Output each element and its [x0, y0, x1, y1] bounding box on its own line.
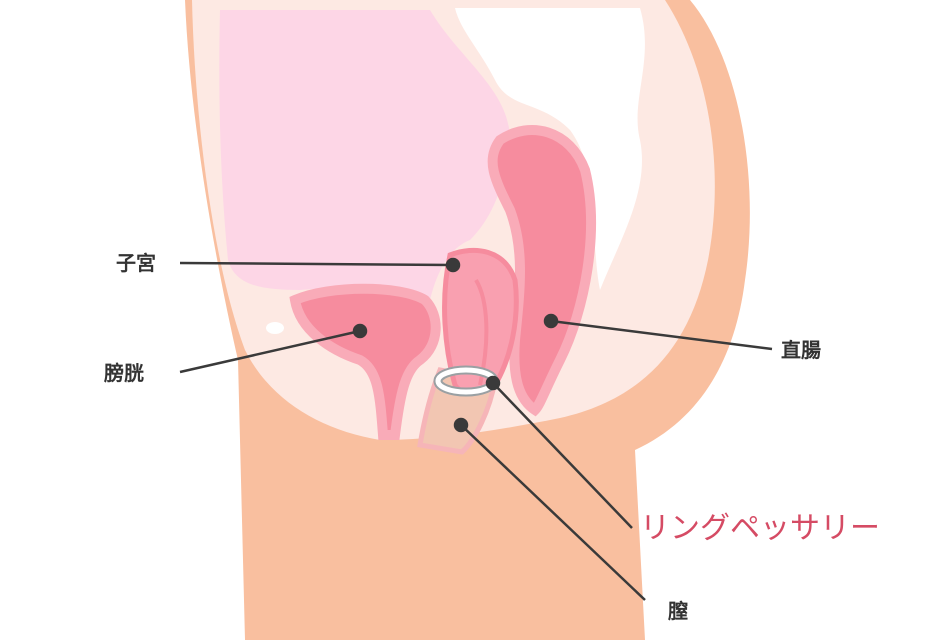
uterus-marker-dot: [445, 257, 461, 273]
bladder: [289, 283, 441, 440]
bladder-leader-line: [179, 329, 361, 374]
label-bladder: 膀胱: [104, 361, 144, 385]
bladder-marker-dot: [352, 323, 368, 339]
label-vagina: 膣: [668, 599, 688, 623]
rectum: [487, 125, 596, 417]
label-uterus: 子宮: [116, 251, 156, 275]
vagina-marker-dot: [453, 417, 469, 433]
label-rectum: 直腸: [781, 338, 821, 362]
rectum-marker-dot: [543, 313, 559, 329]
ring-marker-dot: [485, 375, 501, 391]
label-ring-pessary: リングペッサリー: [640, 511, 880, 546]
uterus-leader-line: [179, 261, 454, 267]
vagina-leader-line: [460, 424, 646, 601]
highlight: [266, 322, 284, 334]
ring-leader-line: [492, 382, 633, 529]
rectum-leader-line: [550, 319, 773, 351]
abdomen-area: [219, 10, 511, 300]
abdominal-space: [455, 8, 645, 290]
